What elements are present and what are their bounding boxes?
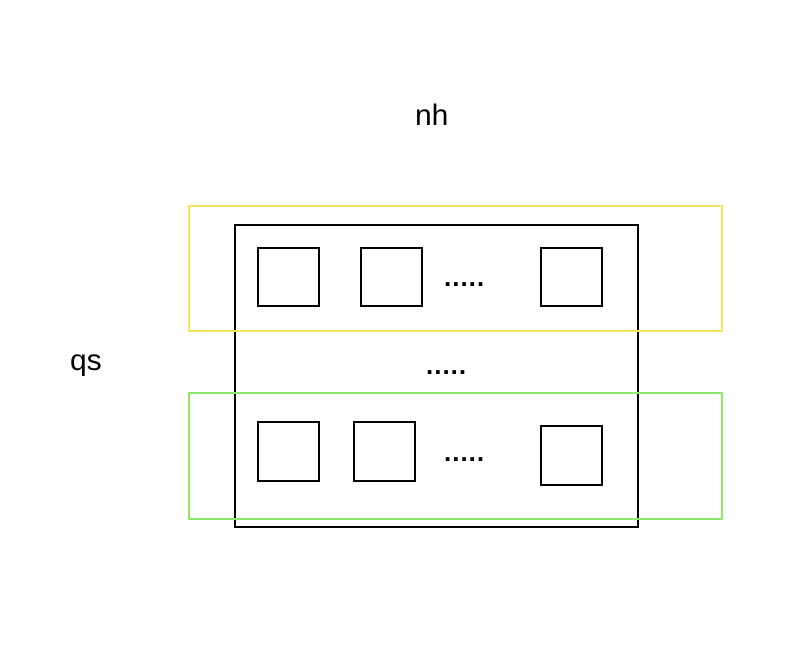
bottom-row-ellipsis: ..... (444, 437, 486, 467)
bottom-row-highlight (188, 392, 723, 520)
middle-ellipsis: ..... (426, 350, 468, 380)
top-row-ellipsis: ..... (444, 262, 486, 292)
top-row-cell-1 (257, 247, 320, 307)
bottom-row-cell-1 (257, 421, 320, 482)
outer-frame (234, 224, 639, 528)
top-row-cell-last (540, 247, 603, 307)
bottom-row-cell-2 (353, 421, 416, 482)
top-label: nh (415, 99, 449, 132)
bottom-row-cell-last (540, 425, 603, 486)
top-row-highlight (188, 205, 723, 332)
top-row-cell-2 (360, 247, 423, 307)
left-label: qs (70, 344, 102, 377)
